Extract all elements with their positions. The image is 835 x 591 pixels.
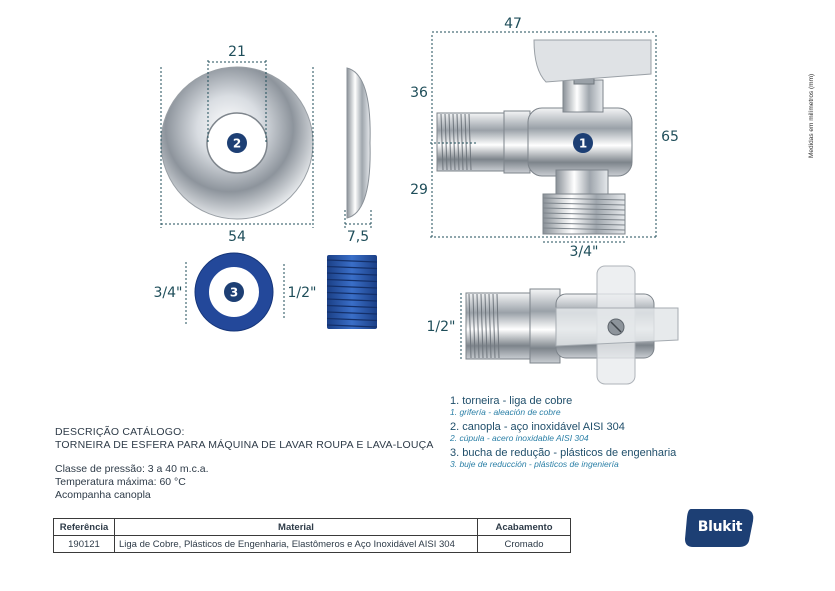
- cell-reference: 190121: [53, 535, 115, 553]
- thread-line: [480, 293, 484, 359]
- badge-bushing-number: 3: [230, 286, 238, 300]
- legend-item: 3. bucha de redução - plásticos de engen…: [450, 447, 680, 470]
- thread-line: [488, 293, 492, 359]
- legend-item-sub: 3. buje de reducción - plásticos de inge…: [450, 459, 619, 469]
- dim-bushing-outer: 3/4": [154, 285, 183, 301]
- dim-bushing-inner: 1/2": [288, 285, 317, 301]
- thread-line: [456, 113, 460, 171]
- badge-escutcheon-number: 2: [233, 137, 241, 151]
- legend-item-main: 2. canopla - aço inoxidável AISI 304: [450, 421, 625, 433]
- dim-escutcheon-outer: 54: [228, 229, 246, 245]
- units-note-text: Medidas em milímetros (mm): [808, 73, 815, 158]
- legend-item-sub: 2. cúpula - acero inoxidable AISI 304: [450, 433, 589, 443]
- badge-valve-number: 1: [579, 137, 587, 151]
- thread-line: [326, 317, 378, 322]
- header-reference: Referência: [53, 518, 115, 536]
- thread-line: [452, 113, 456, 171]
- thread-line: [468, 293, 472, 359]
- thread-line: [542, 212, 626, 216]
- legend-item-main: 1. torneira - liga de cobre: [450, 395, 573, 407]
- catalog-spec: Acompanha canopla: [55, 489, 151, 501]
- cell-material: Liga de Cobre, Plásticos de Engenharia, …: [114, 535, 478, 553]
- header-material: Material: [114, 518, 478, 536]
- units-note: Medidas em milímetros (mm): [808, 48, 820, 158]
- thread-line: [542, 217, 626, 221]
- logo-shape: [685, 509, 754, 547]
- badge-bushing: [224, 282, 244, 302]
- dim-valve-height-bottom: 29: [410, 182, 428, 198]
- catalog-spec: Temperatura máxima: 60 °C: [55, 476, 186, 488]
- dim-escutcheon-inner: 21: [228, 44, 246, 60]
- thread-line: [472, 293, 476, 359]
- thread-line: [496, 293, 500, 359]
- thread-line: [326, 298, 378, 302]
- thread-line: [448, 113, 452, 171]
- cell-finish: Cromado: [477, 535, 571, 553]
- thread-line: [326, 272, 378, 276]
- badge-escutcheon: [227, 133, 247, 153]
- catalog-heading: DESCRIÇÃO CATÁLOGO:: [55, 426, 185, 438]
- thread-line: [440, 113, 444, 171]
- legend-item-main: 3. bucha de redução - plásticos de engen…: [450, 447, 677, 459]
- spec-table-header: Referência Material Acabamento: [53, 518, 571, 536]
- thread-line: [464, 113, 468, 171]
- thread-line: [468, 113, 472, 171]
- valve-side-view: 1 47 36 29 65 3/4": [410, 16, 679, 260]
- dim-valve-outlet: 3/4": [570, 244, 599, 260]
- thread-line: [492, 293, 496, 359]
- thread-line: [484, 293, 488, 359]
- escutcheon-front-view: 2 21 54: [160, 44, 314, 245]
- thread-line: [542, 227, 626, 231]
- thread-line: [326, 324, 378, 328]
- logo-text: Blukit: [697, 519, 743, 535]
- thread-line: [476, 293, 480, 359]
- thread-line: [542, 222, 626, 226]
- table-row: 190121 Liga de Cobre, Plásticos de Engen…: [53, 535, 571, 553]
- thread-line: [326, 304, 378, 309]
- thread-line: [326, 278, 378, 283]
- dim-valve-total-height: 65: [661, 129, 679, 145]
- thread-line: [326, 291, 378, 296]
- thread-line: [326, 259, 378, 263]
- thread-line: [542, 197, 626, 201]
- thread-line: [326, 285, 378, 289]
- legend-item-sub: 1. grifería - aleación de cobre: [450, 407, 561, 417]
- parts-legend: 1. torneira - liga de cobre 1. grifería …: [450, 396, 680, 474]
- thread-line: [326, 311, 378, 315]
- spec-table: Referência Material Acabamento 190121 Li…: [53, 518, 571, 553]
- thread-line: [444, 113, 448, 171]
- legend-item: 1. torneira - liga de cobre 1. grifería …: [450, 395, 680, 418]
- dim-valve-width: 47: [504, 16, 522, 32]
- dim-escutcheon-thickness: 7,5: [347, 229, 369, 245]
- header-finish: Acabamento: [477, 518, 571, 536]
- dim-valve-height-top: 36: [410, 85, 428, 101]
- legend-item: 2. canopla - aço inoxidável AISI 304 2. …: [450, 421, 680, 444]
- thread-line: [326, 265, 378, 270]
- blukit-logo: Blukit: [683, 505, 757, 549]
- bushing-side-view: [326, 255, 378, 329]
- catalog-spec: Classe de pressão: 3 a 40 m.c.a.: [55, 463, 209, 475]
- valve-bottom-view: 1/2": [427, 265, 679, 385]
- catalog-product-description: TORNEIRA DE ESFERA PARA MÁQUINA DE LAVAR…: [55, 439, 434, 451]
- bushing-front-view: 3 3/4" 1/2": [154, 252, 317, 332]
- thread-line: [542, 207, 626, 211]
- thread-line: [542, 202, 626, 206]
- dim-bottom-thread: 1/2": [427, 319, 456, 335]
- escutcheon-side-view: 7,5: [344, 67, 372, 245]
- thread-line: [460, 113, 464, 171]
- catalog-description: DESCRIÇÃO CATÁLOGO: TORNEIRA DE ESFERA P…: [55, 426, 434, 502]
- badge-valve: [573, 133, 593, 153]
